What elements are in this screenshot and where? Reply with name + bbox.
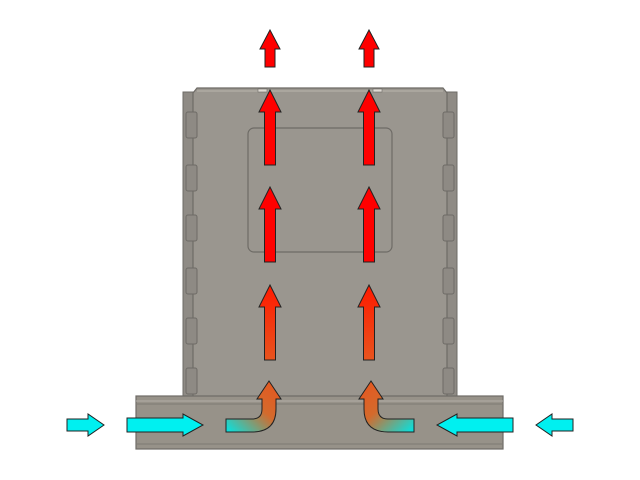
rising-arrow-col2-row2 xyxy=(357,88,381,166)
left-mounting-tab xyxy=(185,317,198,345)
right-mounting-tab xyxy=(442,317,455,345)
rising-arrows xyxy=(258,28,381,361)
right-mounting-tab xyxy=(442,164,455,192)
rising-arrow-col1-row3 xyxy=(258,185,282,263)
right-mounting-tabs xyxy=(442,111,455,395)
right-mounting-tab xyxy=(442,367,455,395)
rising-arrow-col2-row3 xyxy=(357,185,381,263)
right-mounting-tab xyxy=(442,214,455,242)
rising-arrow-col2-row4 xyxy=(357,283,381,361)
inner-window-panel xyxy=(247,127,393,253)
rising-arrow-col1-row4 xyxy=(258,283,282,361)
turn-arrows xyxy=(225,380,415,433)
left-mounting-tab xyxy=(185,267,198,295)
rising-arrow-col1-row2 xyxy=(258,88,282,166)
left-mounting-tab xyxy=(185,164,198,192)
intake-arrow-inner-right xyxy=(435,413,514,437)
right-mounting-tab xyxy=(442,267,455,295)
left-mounting-tab xyxy=(185,111,198,139)
rising-arrow-col2-row1 xyxy=(358,28,380,68)
rising-arrow-col1-row1 xyxy=(259,28,281,68)
intake-arrow-outer-left xyxy=(66,413,105,437)
left-mounting-tab xyxy=(185,214,198,242)
turn-arrow-right xyxy=(358,380,415,433)
intake-arrow-inner-left xyxy=(126,413,205,437)
turn-arrow-left xyxy=(225,380,282,433)
left-mounting-tabs xyxy=(185,111,198,395)
intake-arrows xyxy=(66,413,574,437)
left-mounting-tab xyxy=(185,367,198,395)
intake-arrow-outer-right xyxy=(535,413,574,437)
right-mounting-tab xyxy=(442,111,455,139)
